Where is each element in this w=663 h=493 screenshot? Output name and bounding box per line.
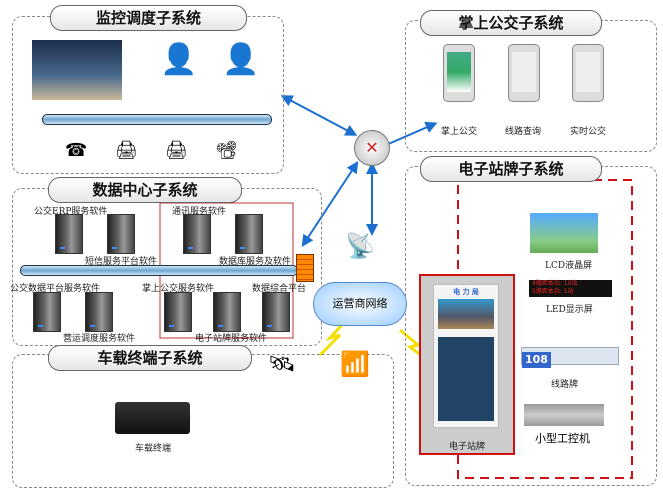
server-label: 掌上公交服务软件 (142, 284, 215, 294)
server-icon (164, 292, 192, 332)
router-icon: ✕ (354, 130, 390, 166)
telephone-icon: ☎ (65, 140, 88, 161)
control-room-image (32, 40, 122, 100)
server-icon (183, 214, 211, 254)
projector-icon: 📽 (215, 140, 238, 161)
phone-icon (508, 44, 540, 102)
operator-network-cloud: 运营商网络 (313, 282, 407, 326)
sign-screen (438, 337, 494, 421)
data-center-bus (20, 265, 298, 276)
satellite-icon: 🛰 (268, 352, 296, 377)
server-label: 公交数据平台服务软件 (10, 284, 101, 294)
station-title: 电子站牌子系统 (420, 156, 602, 182)
server-label: 公交ERP服务软件 (34, 207, 108, 217)
electronic-station-sign: 电 力 局 电子站牌 (419, 274, 515, 455)
mobile-title: 掌上公交子系统 (420, 10, 602, 36)
route-sign: 108 (521, 347, 619, 368)
server-label: 短信服务平台软件 (85, 257, 158, 267)
device-label: LED显示屏 (546, 305, 593, 315)
app-label: 实时公交 (570, 127, 607, 137)
satellite-dish-icon: 📡 (345, 232, 375, 260)
app-label: 掌上公交 (441, 127, 478, 137)
sign-header: 电 力 局 (453, 288, 479, 296)
lcd-screen-image (530, 213, 598, 253)
vehicle-title: 车载终端子系统 (48, 345, 252, 371)
phone-icon (443, 44, 475, 102)
server-icon (213, 292, 241, 332)
monitoring-bus (42, 114, 272, 125)
vehicle-terminal-label: 车载终端 (135, 444, 172, 454)
lightning-icon (318, 316, 350, 357)
device-label: 小型工控机 (535, 432, 590, 445)
arrow-monitor-router (280, 95, 358, 136)
phone-icon (572, 44, 604, 102)
vehicle-subsystem (12, 354, 394, 488)
server-label: 数据综合平台 (252, 284, 307, 294)
server-icon (235, 214, 263, 254)
server-icon (55, 214, 83, 254)
arrow-router-mobile (385, 121, 438, 146)
data-center-title: 数据中心子系统 (48, 177, 242, 203)
device-label: LCD液晶屏 (545, 261, 593, 271)
operator-icon: 👤 (222, 42, 260, 77)
signal-tower-icon: 📶 (340, 350, 370, 378)
server-icon (262, 292, 290, 332)
monitoring-title: 监控调度子系统 (50, 5, 247, 31)
operator-icon: 👤 (160, 42, 198, 77)
arrow-router-datacenter (301, 160, 359, 248)
industrial-pc-image (524, 404, 604, 426)
station-sign-label: 电子站牌 (449, 442, 486, 452)
sign-lcd (438, 299, 494, 329)
server-icon (107, 214, 135, 254)
vehicle-terminal-device (115, 402, 190, 434)
app-label: 线路查询 (505, 127, 542, 137)
printer-icon: 🖨 (115, 140, 138, 161)
device-label: 线路牌 (551, 380, 579, 390)
server-label: 电子站牌服务软件 (195, 334, 268, 344)
server-label: 数据库服务及软件 (219, 257, 292, 267)
fax-icon: 🖨 (165, 140, 188, 161)
server-label: 营运调度服务软件 (63, 334, 136, 344)
firewall-icon (296, 254, 314, 282)
server-icon (85, 292, 113, 332)
server-icon (33, 292, 61, 332)
server-label: 通讯服务软件 (172, 207, 227, 217)
